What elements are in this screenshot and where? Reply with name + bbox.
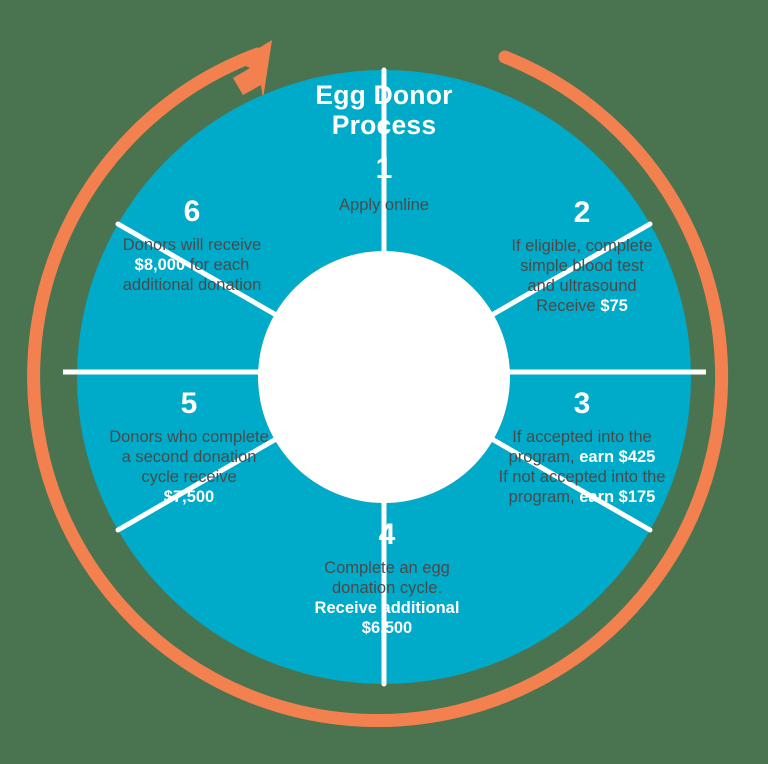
arrow-head-icon bbox=[233, 40, 272, 99]
arrow-arc bbox=[27, 47, 729, 728]
circular-arrow bbox=[27, 40, 729, 728]
center-hub bbox=[258, 251, 510, 503]
